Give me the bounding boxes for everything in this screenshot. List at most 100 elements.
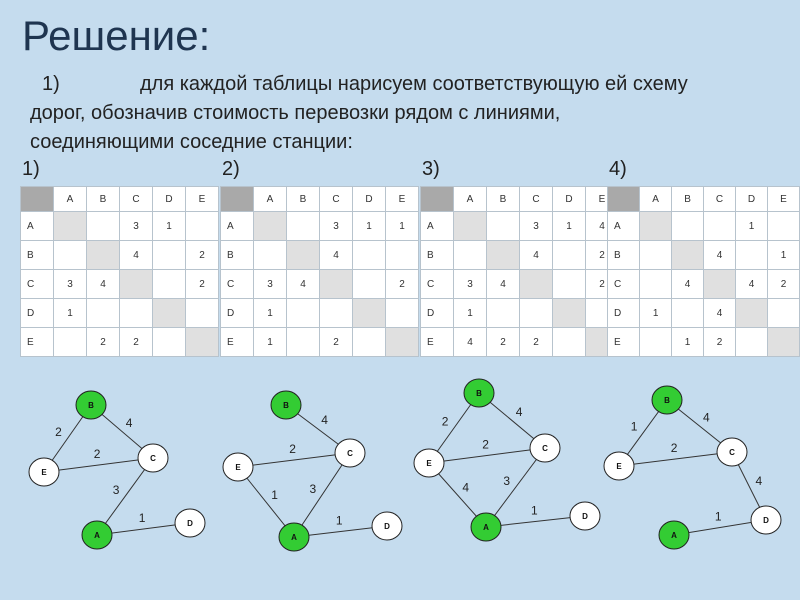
edge-e-c — [237, 452, 351, 468]
table-cell — [152, 327, 186, 357]
node-d — [569, 501, 601, 531]
table-cell — [286, 211, 320, 241]
node-a — [470, 512, 502, 542]
table-cell: 4 — [286, 269, 320, 299]
edge-weight-label: 2 — [482, 438, 489, 452]
edge-weight-label: 4 — [703, 410, 710, 424]
node-label: A — [483, 523, 489, 532]
row-header: A — [420, 211, 454, 241]
table-cell — [185, 211, 219, 241]
table-1-number: 1) — [22, 158, 40, 180]
edge-weight-label: 4 — [755, 474, 762, 488]
table-cell: 1 — [253, 327, 287, 357]
table-cell: 2 — [703, 327, 737, 357]
edge-a-d — [673, 519, 767, 536]
table-cell — [552, 240, 586, 270]
table-cell: 1 — [385, 211, 419, 241]
column-header: B — [286, 186, 320, 212]
edge-weight-label: 1 — [715, 510, 722, 524]
node-a — [278, 522, 310, 552]
row-header: B — [20, 240, 54, 270]
edge-c-a — [96, 457, 154, 536]
table-cell — [152, 240, 186, 270]
row-header: E — [20, 327, 54, 357]
table-cell: 2 — [767, 269, 800, 299]
table-cell — [53, 211, 87, 241]
column-header: B — [86, 186, 120, 212]
node-label: D — [384, 522, 390, 531]
table-cell — [671, 240, 705, 270]
edge-weight-label: 4 — [462, 481, 469, 495]
row-header: E — [606, 327, 641, 357]
table-cell — [486, 240, 520, 270]
node-label: E — [41, 468, 47, 477]
table-4-number: 4) — [609, 158, 627, 180]
table-cell: 4 — [453, 327, 487, 357]
edge-weight-label: 4 — [126, 416, 133, 430]
edge-weight-label: 3 — [310, 482, 317, 496]
table-cell: 4 — [486, 269, 520, 299]
node-label: B — [88, 401, 94, 410]
node-b — [463, 378, 495, 408]
paragraph-line-1: для каждой таблицы нарисуем соответствую… — [140, 73, 688, 95]
table-cell — [385, 240, 419, 270]
table-cell: 2 — [185, 240, 219, 270]
table-cell — [639, 211, 673, 241]
node-label: A — [94, 531, 100, 540]
node-e — [222, 452, 254, 482]
edge-c-a — [485, 447, 546, 528]
edge-e-c — [43, 457, 154, 473]
node-c — [334, 438, 366, 468]
node-label: E — [426, 459, 432, 468]
table-cell: 3 — [53, 269, 87, 299]
edge-weight-label: 2 — [289, 442, 296, 456]
table-cell — [319, 269, 353, 299]
table-cell: 2 — [486, 327, 520, 357]
table-cell — [53, 327, 87, 357]
table-cell — [53, 240, 87, 270]
node-a — [81, 520, 113, 550]
edge-weight-label: 2 — [671, 441, 678, 455]
edge-weight-label: 1 — [531, 504, 538, 518]
table-cell: 2 — [86, 327, 120, 357]
table-cell — [552, 269, 586, 299]
table-cell: 3 — [119, 211, 153, 241]
edge-a-d — [293, 525, 388, 538]
node-label: B — [664, 396, 670, 405]
instruction-paragraph: 1)для каждой таблицы нарисуем соответств… — [30, 70, 770, 157]
node-label: D — [763, 516, 769, 525]
node-c — [716, 437, 748, 467]
edge-e-c — [618, 451, 733, 467]
table-cell — [703, 211, 737, 241]
node-label: B — [476, 389, 482, 398]
row-header: B — [606, 240, 641, 270]
edge-weight-label: 2 — [442, 415, 449, 429]
edge-weight-label: 2 — [94, 447, 101, 461]
row-header: E — [220, 327, 254, 357]
table-cell — [152, 298, 186, 328]
table-cell — [486, 298, 520, 328]
table-cell — [286, 327, 320, 357]
column-header: A — [639, 186, 673, 212]
table-cell — [453, 211, 487, 241]
node-b — [75, 390, 107, 420]
node-d — [174, 508, 206, 538]
